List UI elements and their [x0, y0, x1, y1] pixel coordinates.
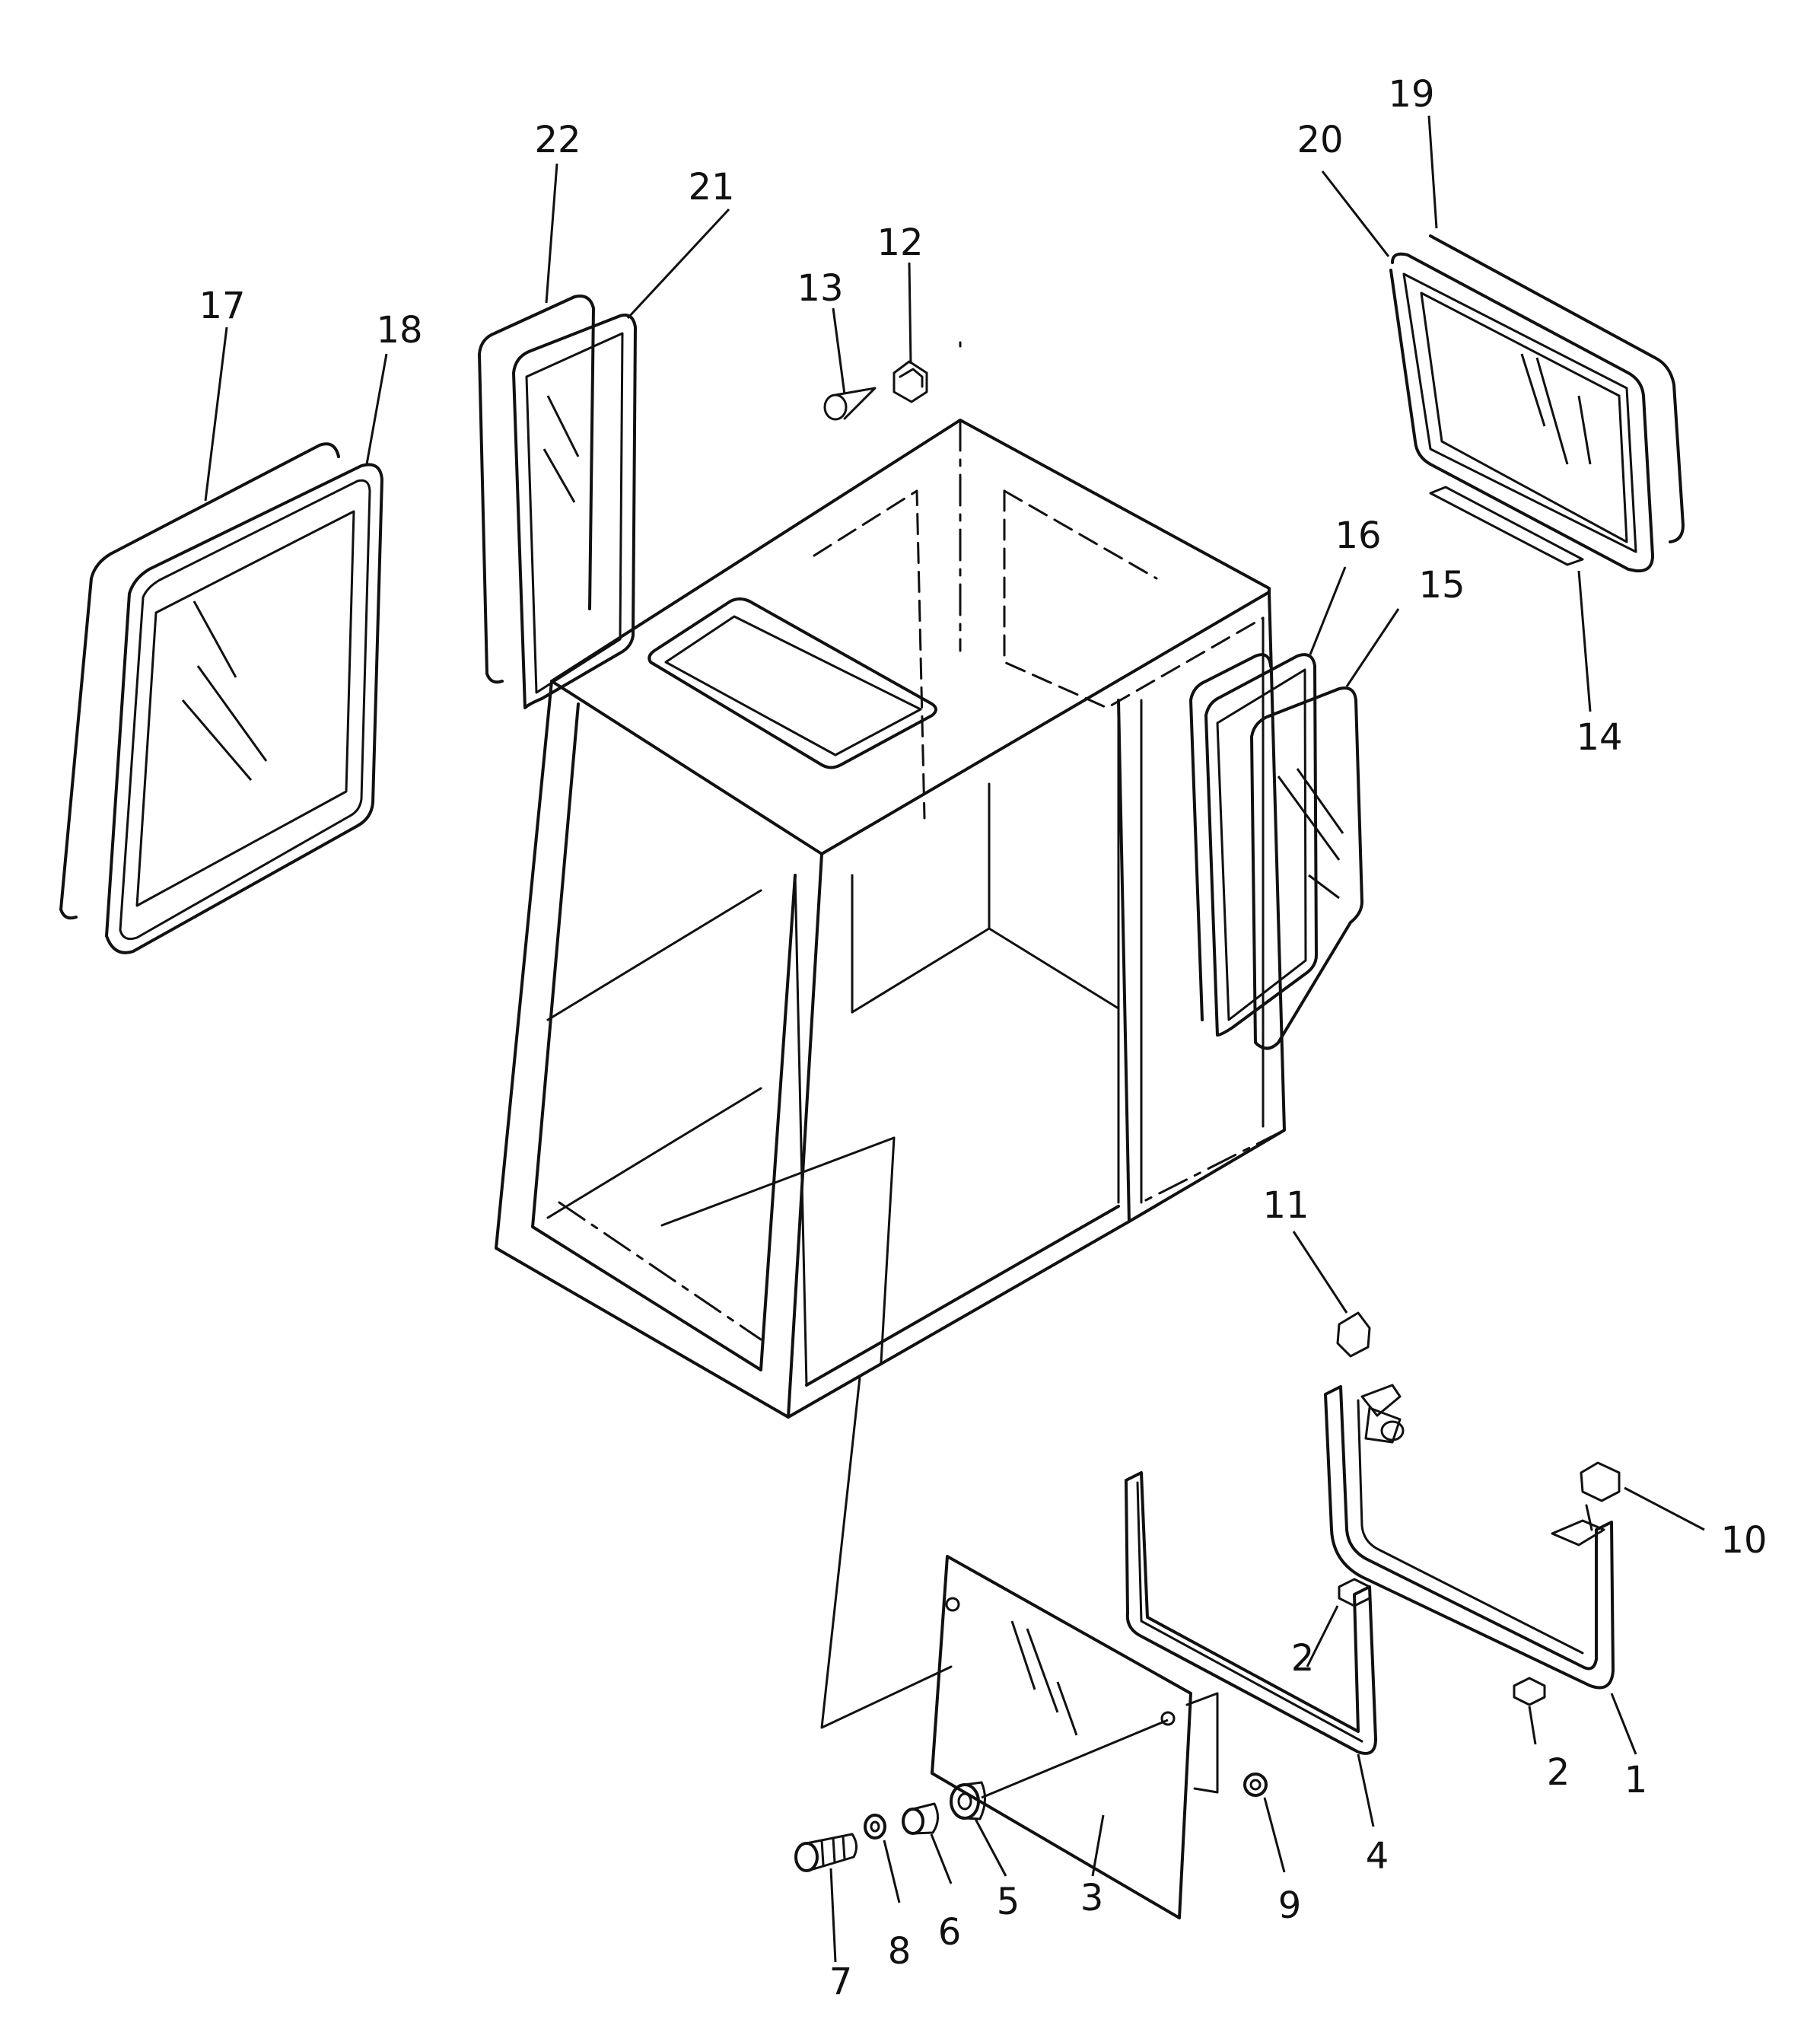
left-window-assembly	[59, 442, 383, 954]
spacer-part-2-b	[1513, 1677, 1546, 1706]
clip-part-10	[1580, 1461, 1621, 1502]
seal-strip-14	[1429, 486, 1584, 566]
callout-1: 1	[1624, 1759, 1648, 1801]
callout-8: 8	[888, 1930, 912, 1973]
callout-14: 14	[1576, 716, 1622, 759]
callout-labels: 1 2 2 3 4 5 6 7 8 9 10 11 12 13 14 15 16…	[199, 73, 1767, 2003]
upper-left-window-assembly	[478, 295, 637, 709]
callout-22: 22	[534, 119, 581, 161]
callout-16: 16	[1335, 514, 1381, 557]
bolt-axis-line	[981, 1718, 1169, 1799]
bolt-part-7	[794, 1833, 858, 1872]
callout-19: 19	[1388, 73, 1434, 116]
callout-20: 20	[1297, 119, 1343, 161]
upper-right-window-assembly	[1389, 234, 1685, 573]
callout-15: 15	[1418, 564, 1465, 607]
glass-panel-part-3	[820, 1376, 1219, 1919]
callout-2-upper: 2	[1291, 1637, 1315, 1680]
clip-part-11	[1336, 1311, 1371, 1358]
callout-2-lower: 2	[1547, 1751, 1570, 1794]
seal-part-4	[1125, 1471, 1377, 1755]
callout-21: 21	[688, 166, 734, 209]
leader-lines	[204, 115, 1705, 1963]
washer-part-9	[1243, 1773, 1268, 1797]
callout-17: 17	[199, 285, 245, 327]
callout-6: 6	[938, 1911, 962, 1954]
callout-5: 5	[997, 1881, 1020, 1923]
callout-10: 10	[1720, 1519, 1767, 1562]
callout-13: 13	[797, 267, 843, 310]
callout-12: 12	[877, 221, 923, 264]
grommet-part-5	[950, 1781, 986, 1820]
screw-part-13	[823, 387, 877, 421]
cab-frame	[495, 419, 1286, 1419]
collar-part-6	[902, 1802, 939, 1835]
spacer-part-2-a	[1338, 1578, 1371, 1607]
callout-18: 18	[376, 309, 422, 352]
callout-9: 9	[1278, 1884, 1302, 1927]
right-window-assembly	[1189, 653, 1363, 1050]
callout-7: 7	[829, 1961, 853, 2003]
callout-11: 11	[1262, 1184, 1309, 1227]
door-frame-part-1	[1324, 1384, 1615, 1690]
callout-4: 4	[1366, 1835, 1389, 1878]
callout-3: 3	[1080, 1877, 1104, 1919]
washer-part-8	[864, 1814, 886, 1839]
clip-part-12	[892, 341, 962, 403]
